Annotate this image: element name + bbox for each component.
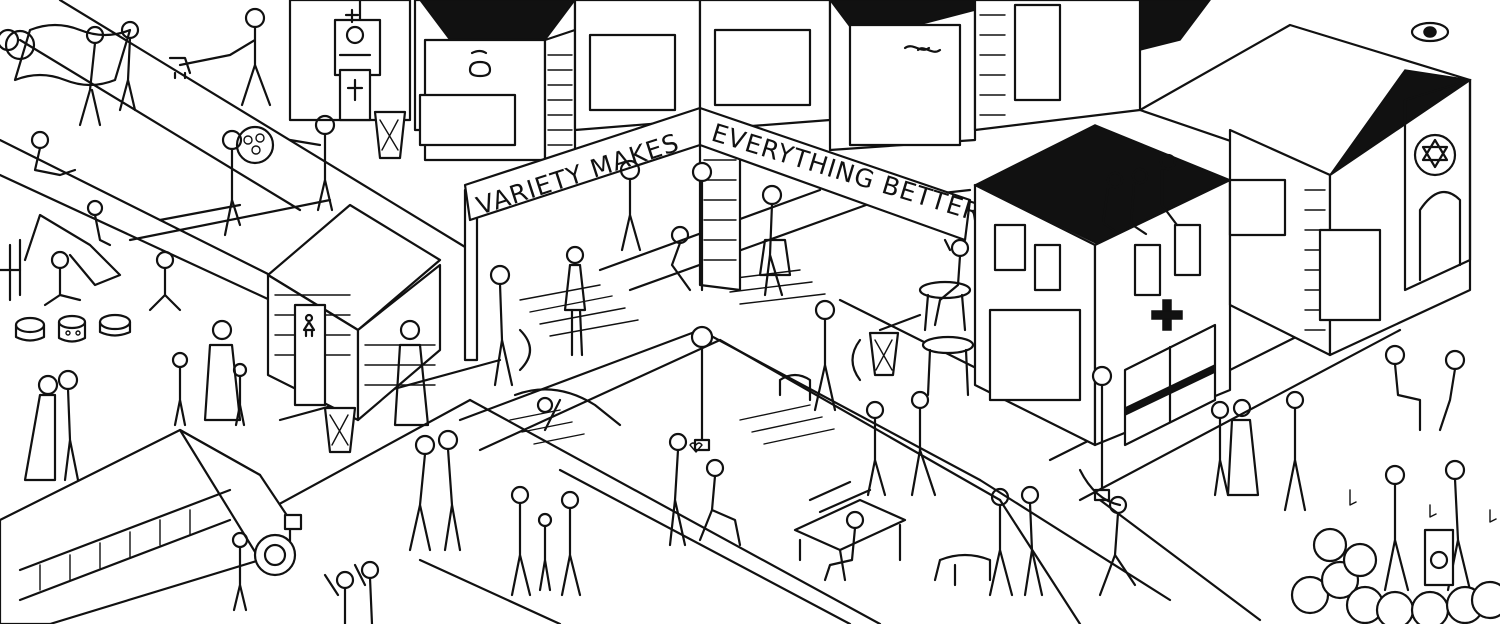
balloon xyxy=(1290,575,1330,615)
street-lines xyxy=(0,0,1402,624)
people xyxy=(0,7,1500,624)
restroom-kiosk xyxy=(266,203,442,422)
clinic-ward-window xyxy=(988,308,1082,402)
synagogue-window xyxy=(1228,178,1287,237)
flower-bouquet xyxy=(235,125,275,165)
arch-brick-pillar xyxy=(698,138,742,292)
small-dog xyxy=(168,56,192,80)
clinic-building xyxy=(973,124,1232,447)
street-furniture xyxy=(323,110,1113,582)
synagogue-arch-door xyxy=(1418,190,1462,282)
woman-in-hijab xyxy=(203,343,242,422)
rainbow-flag xyxy=(13,23,132,87)
speaker xyxy=(1423,528,1455,587)
school-bus xyxy=(0,428,303,624)
barber-window xyxy=(588,33,677,112)
clinic-window xyxy=(1033,243,1062,292)
lamp-post xyxy=(690,325,714,349)
cross-icon xyxy=(344,8,360,24)
synagogue-building xyxy=(1138,21,1472,357)
poster xyxy=(1013,3,1062,102)
playground xyxy=(0,213,132,343)
back-buildings xyxy=(288,0,1211,167)
clinic-window xyxy=(993,223,1027,272)
slide xyxy=(23,213,122,287)
bus-wheel xyxy=(253,533,297,577)
guide-dog xyxy=(778,373,812,402)
coffee-cup-icon xyxy=(468,49,492,78)
cross-icon xyxy=(346,78,364,102)
synagogue-doorway xyxy=(1318,228,1382,322)
music-note-icon xyxy=(1349,489,1497,523)
church-window xyxy=(333,18,382,77)
surveillance-dome-icon xyxy=(1410,21,1450,43)
banner-right-panel xyxy=(698,106,972,242)
cafe-counter xyxy=(418,93,517,147)
fashion-window xyxy=(848,23,962,147)
large-dog xyxy=(933,553,992,587)
shop-window xyxy=(713,28,812,107)
drum-seat xyxy=(14,316,46,334)
star-of-david-icon xyxy=(1421,138,1449,169)
heart-icon xyxy=(689,442,703,453)
